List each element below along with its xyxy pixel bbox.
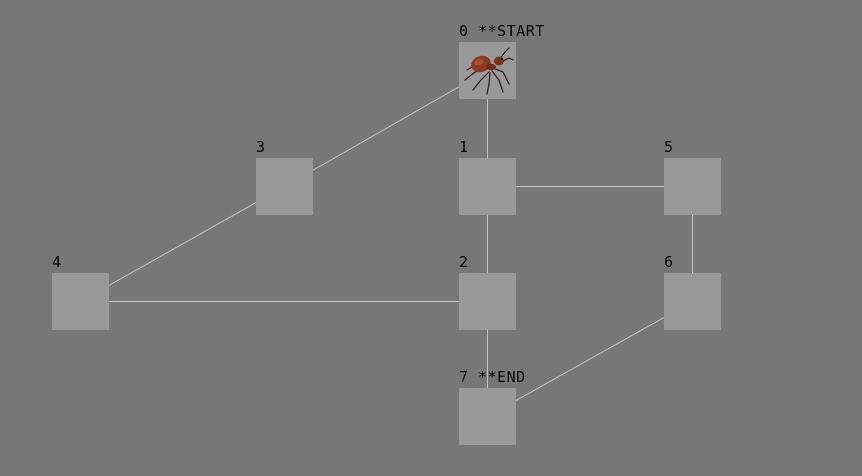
edge-3-4 — [80, 186, 285, 302]
node-label-0: 0 **START — [459, 22, 545, 40]
node-label-6: 6 — [664, 253, 674, 271]
edge-6-7 — [487, 301, 693, 417]
node-label-1: 1 — [459, 138, 469, 156]
node-label-4: 4 — [52, 253, 62, 271]
node-2[interactable] — [459, 273, 516, 330]
node-label-3: 3 — [256, 138, 266, 156]
ant-icon — [464, 47, 514, 95]
node-1[interactable] — [459, 158, 516, 215]
node-6[interactable] — [664, 273, 721, 330]
node-7-end[interactable] — [459, 388, 516, 445]
node-0-start[interactable] — [459, 42, 516, 99]
node-5[interactable] — [664, 158, 721, 215]
node-label-2: 2 — [459, 253, 469, 271]
edge-0-3 — [284, 70, 488, 187]
node-3[interactable] — [256, 158, 313, 215]
node-label-5: 5 — [664, 138, 674, 156]
node-4[interactable] — [52, 273, 109, 330]
node-label-7: 7 **END — [459, 368, 526, 386]
